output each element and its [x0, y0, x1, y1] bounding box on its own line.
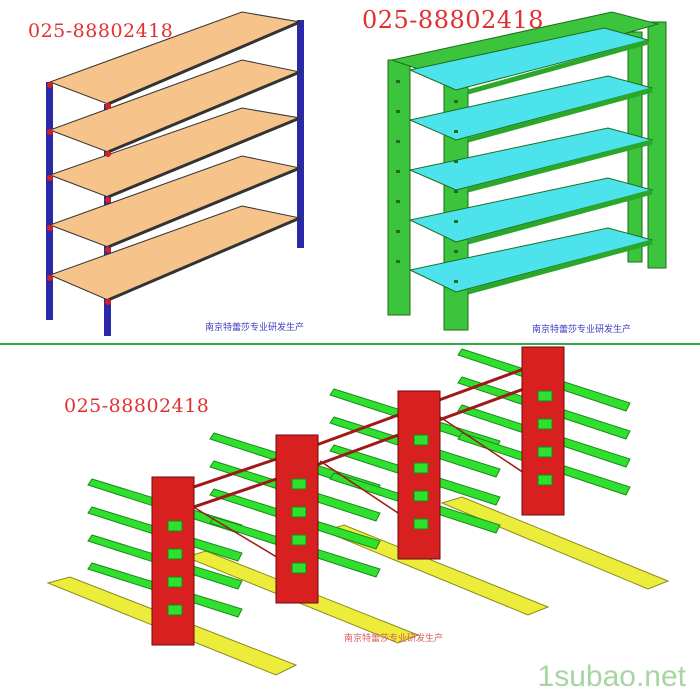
shelving-cyan-panel: 025-88802418 南京特蕾莎专业研发生产: [352, 0, 700, 343]
arm-brackets: [167, 390, 553, 616]
cyan-shelves: [408, 27, 654, 293]
phone-number: 025-88802418: [362, 6, 545, 34]
shelving-orange-panel: 025-88802418 南京特蕾莎专业研发生产: [0, 0, 348, 343]
phone-number: 025-88802418: [64, 395, 210, 417]
orange-shelves: [48, 11, 302, 301]
cantilever-rack-panel: 025-88802418 南京特蕾莎专业研发生产 1subao.net: [0, 343, 700, 700]
orange-shelving-illustration: [46, 11, 304, 336]
red-connectors: [47, 82, 111, 305]
green-beams: [467, 39, 653, 295]
cyan-shelving-illustration: [387, 11, 667, 331]
manufacturer-caption: 南京特蕾莎专业研发生产: [532, 325, 632, 335]
site-watermark: 1subao.net: [537, 660, 686, 693]
cantilever-rack-illustration: [46, 346, 670, 676]
shelf-beams: [107, 20, 301, 302]
upright-holes: [396, 80, 458, 283]
manufacturer-caption: 南京特蕾莎专业研发生产: [205, 323, 305, 333]
red-columns: [151, 346, 565, 646]
phone-number: 025-88802418: [28, 20, 174, 42]
manufacturer-caption: 南京特蕾莎专业研发生产: [344, 634, 444, 644]
